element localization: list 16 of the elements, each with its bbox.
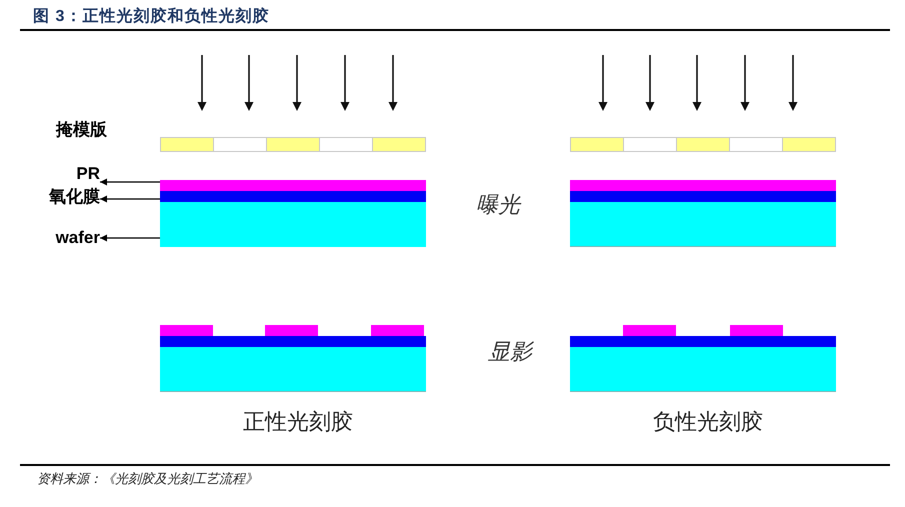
layer-label: 氧化膜 (49, 187, 100, 207)
figure-title: 图 3：正性光刻胶和负性光刻胶 (33, 7, 270, 27)
leader-arrow (100, 234, 160, 242)
layer-label: PR (76, 164, 100, 184)
wafer-substrate (160, 202, 426, 247)
leader-arrow (100, 196, 160, 202)
photoresist-layer (160, 180, 426, 191)
leader-arrow (100, 178, 160, 186)
column-label: 正性光刻胶 (243, 408, 353, 436)
step-label: 显影 (488, 338, 532, 366)
oxide-layer (160, 191, 426, 202)
source-note: 资料来源：《光刻胶及光刻工艺流程》 (37, 470, 258, 488)
column-label: 负性光刻胶 (653, 408, 763, 436)
step-label: 曝光 (476, 191, 520, 219)
mask-label: 掩模版 (56, 120, 107, 140)
layer-label: wafer (56, 228, 100, 248)
